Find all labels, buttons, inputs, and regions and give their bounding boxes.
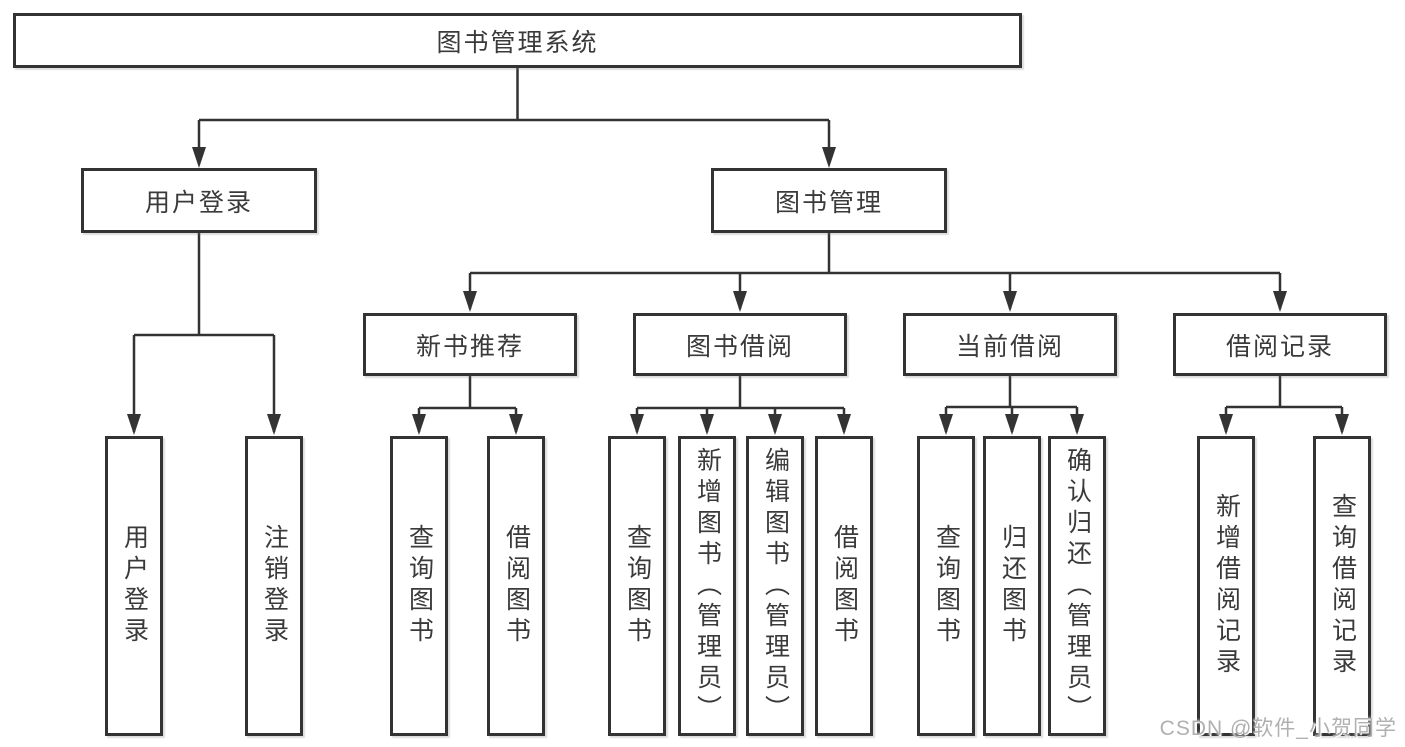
leaf-confirm-return-admin: 确认归还（管理员） [1048,436,1106,736]
arrow-down-icon [700,414,714,435]
node-new-book-recommendation: 新书推荐 [363,313,577,376]
node-label: 新书推荐 [415,332,524,361]
leaf-label: 新增借阅记录 [1212,493,1241,679]
node-label: 当前借阅 [955,332,1064,361]
node-label: 借阅记录 [1225,332,1334,361]
node-label: 图书借阅 [685,332,794,361]
leaf-query-books-borrowing: 查询图书 [608,436,666,736]
leaf-label: 注销登录 [260,524,289,648]
arrow-down-icon [1219,414,1233,435]
leaf-label: 查询图书 [932,524,961,648]
arrow-down-icon [733,291,747,312]
leaf-query-borrow-record: 查询借阅记录 [1313,436,1371,736]
leaf-query-books-newbook: 查询图书 [390,436,448,736]
leaf-label: 查询图书 [405,524,434,648]
leaf-label: 归还图书 [998,524,1027,648]
arrow-down-icon [837,414,851,435]
leaf-label: 借阅图书 [830,524,859,648]
leaf-edit-books-admin: 编辑图书（管理员） [746,436,804,736]
arrow-down-icon [509,414,523,435]
arrowhead-icons [127,147,1349,435]
node-library-management-system: 图书管理系统 [13,13,1022,68]
leaf-user-login: 用户登录 [105,436,163,736]
arrow-down-icon [192,147,206,168]
watermark-text: CSDN @软件_小贺同学 [1159,717,1397,740]
node-user-login: 用户登录 [81,168,317,233]
arrow-down-icon [1273,291,1287,312]
leaf-add-borrow-record: 新增借阅记录 [1197,436,1255,736]
arrow-down-icon [822,147,836,168]
arrow-down-icon [463,291,477,312]
node-label: 用户登录 [144,188,253,217]
node-label: 图书管理系统 [436,28,599,57]
leaf-query-books-current: 查询图书 [917,436,975,736]
node-borrowing-records: 借阅记录 [1173,313,1387,376]
arrow-down-icon [1335,414,1349,435]
arrow-down-icon [412,414,426,435]
leaf-add-books-admin: 新增图书（管理员） [678,436,736,736]
leaf-label: 借阅图书 [502,524,531,648]
node-label: 图书管理 [774,188,883,217]
arrow-down-icon [768,414,782,435]
arrow-down-icon [267,414,281,435]
leaf-borrow-books-newbook: 借阅图书 [487,436,545,736]
leaf-label: 编辑图书（管理员） [761,446,790,726]
leaf-label: 查询图书 [623,524,652,648]
leaf-label: 查询借阅记录 [1328,493,1357,679]
node-book-management: 图书管理 [711,168,947,233]
arrow-down-icon [1070,414,1084,435]
arrow-down-icon [1005,414,1019,435]
node-current-borrowing: 当前借阅 [903,313,1117,376]
leaf-label: 确认归还（管理员） [1063,446,1092,726]
node-book-borrowing: 图书借阅 [633,313,847,376]
leaf-logout-login: 注销登录 [245,436,303,736]
leaf-return-books: 归还图书 [983,436,1041,736]
arrow-down-icon [127,414,141,435]
leaf-label: 用户登录 [120,524,149,648]
arrow-down-icon [939,414,953,435]
arrow-down-icon [1003,291,1017,312]
leaf-label: 新增图书（管理员） [693,446,722,726]
leaf-borrow-books-borrowing: 借阅图书 [815,436,873,736]
arrow-down-icon [630,414,644,435]
